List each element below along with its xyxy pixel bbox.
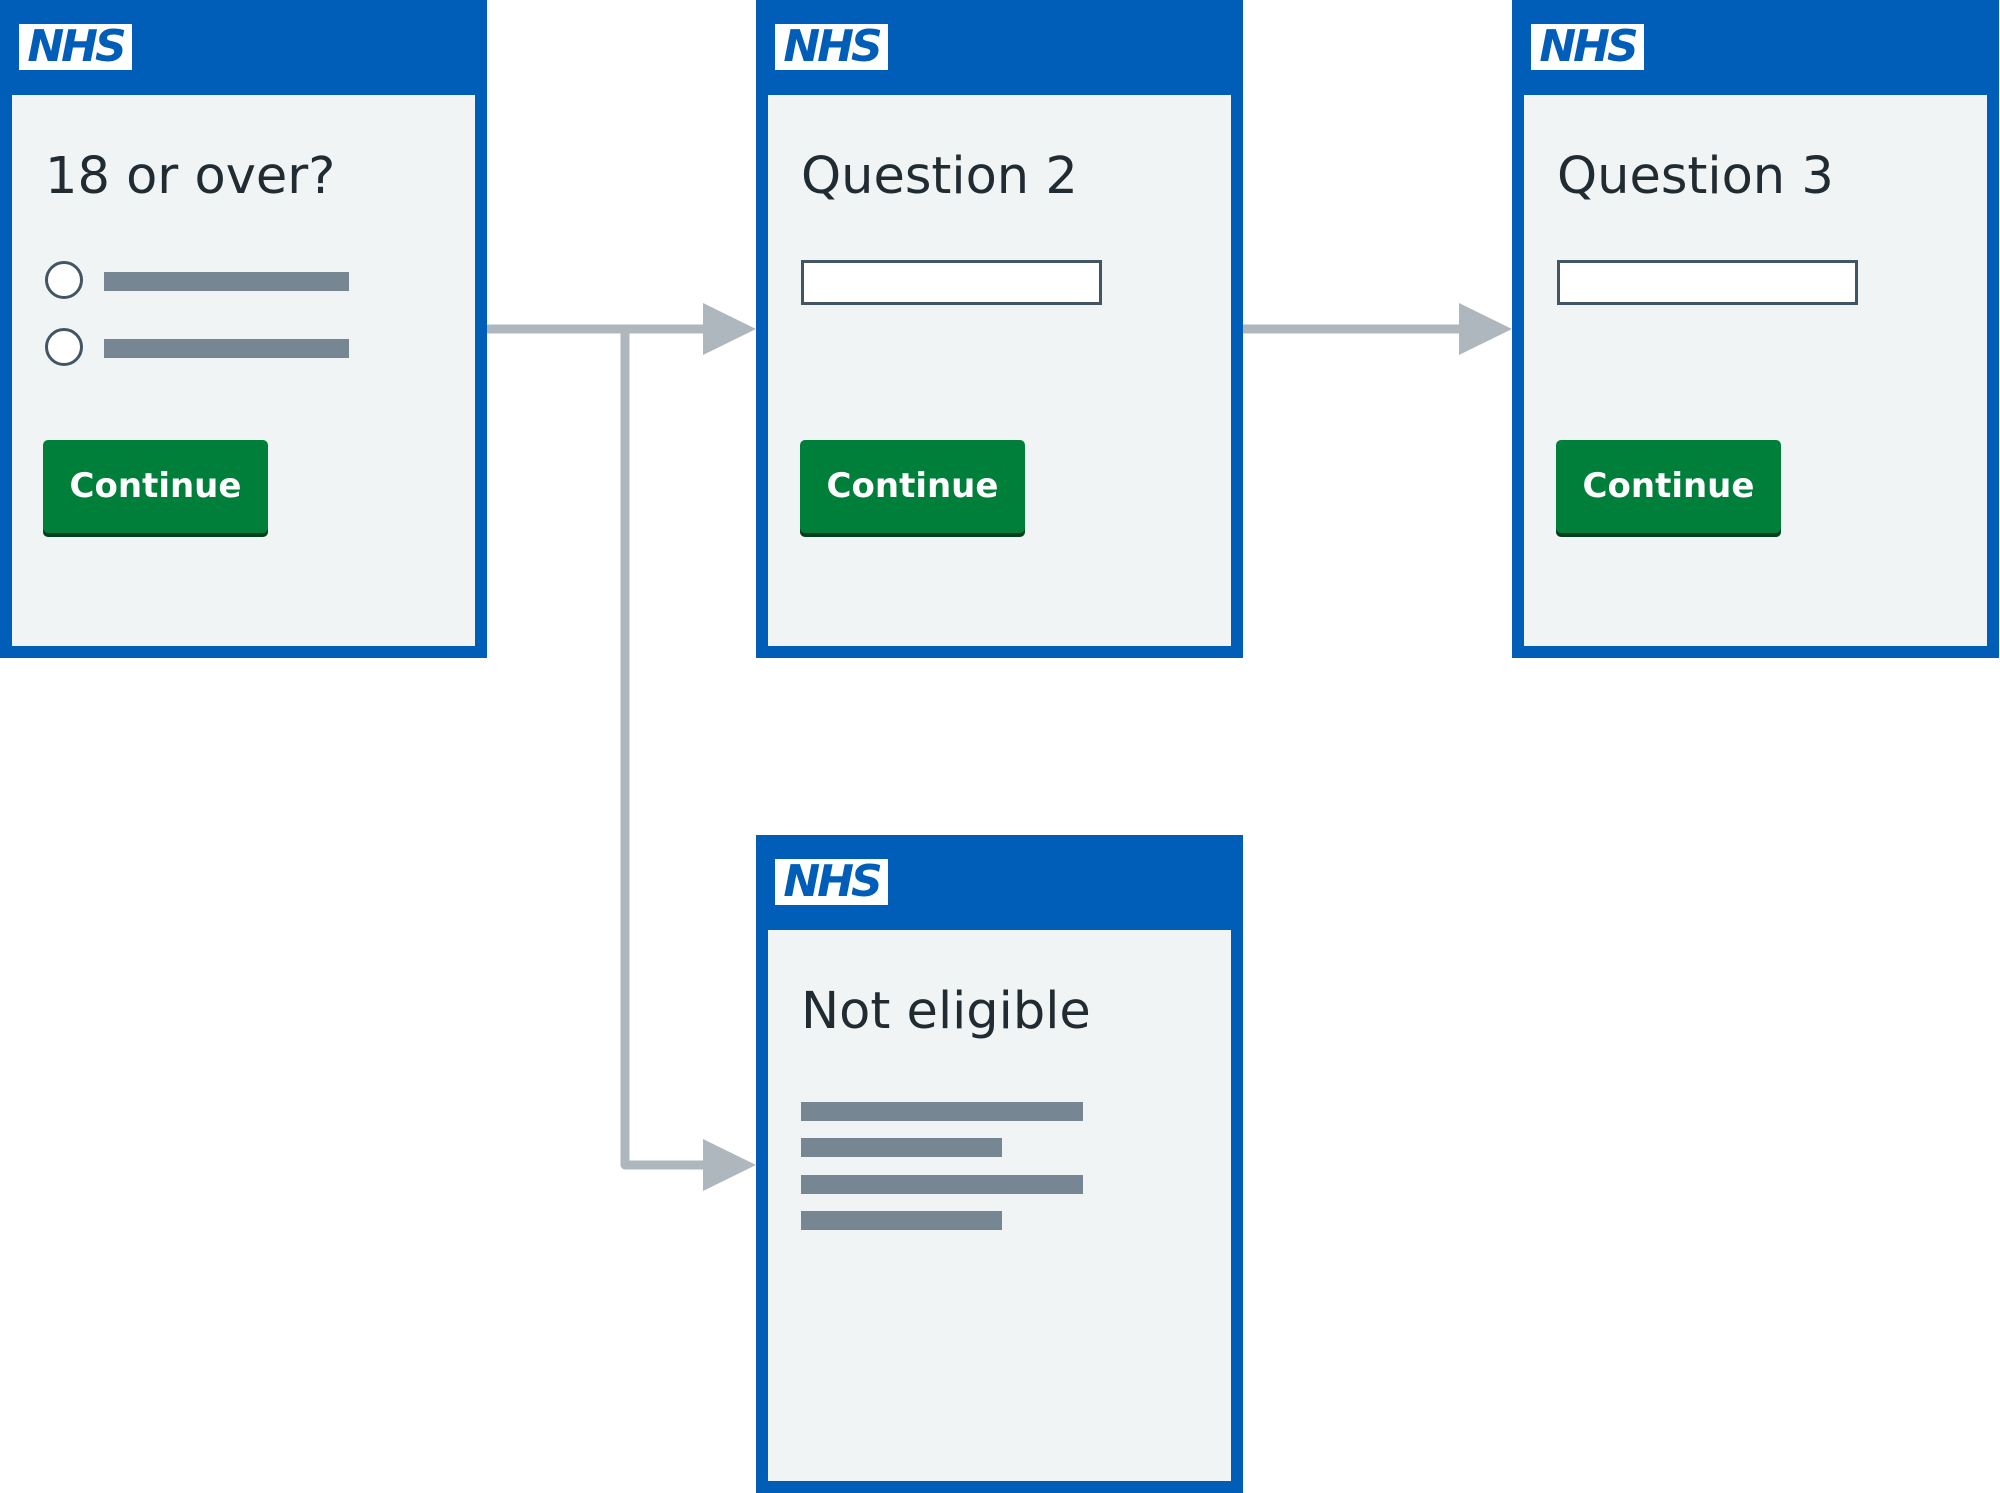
- arrow-question-3-head: [1459, 303, 1512, 355]
- page-body: Question 2 Continue: [768, 95, 1231, 646]
- page-body: Question 3 Continue: [1524, 95, 1987, 646]
- text-line-placeholder: [801, 1175, 1083, 1194]
- continue-button[interactable]: Continue: [1556, 440, 1781, 533]
- page-body: Not eligible: [768, 930, 1231, 1481]
- page-not-eligible: NHS Not eligible: [756, 835, 1243, 1493]
- page-question-2: NHS Question 2 Continue: [756, 0, 1243, 658]
- arrow-branch-to-not-eligible-line: [620, 324, 710, 1170]
- arrow-age-to-question-2-head: [703, 303, 756, 355]
- page-header: NHS: [756, 835, 1243, 930]
- nhs-logo: NHS: [775, 859, 888, 905]
- continue-button[interactable]: Continue: [43, 440, 268, 533]
- page-header: NHS: [0, 0, 487, 95]
- page-question-3: NHS Question 3 Continue: [1512, 0, 1999, 658]
- page-header: NHS: [1512, 0, 1999, 95]
- text-line-placeholder: [801, 1102, 1083, 1121]
- page-age-question: NHS 18 or over? Continue: [0, 0, 487, 658]
- radio-option-2[interactable]: [45, 328, 83, 366]
- text-input[interactable]: [801, 260, 1102, 305]
- text-input[interactable]: [1557, 260, 1858, 305]
- text-line-placeholder: [801, 1138, 1002, 1157]
- arrow-not-eligible-head: [703, 1139, 756, 1191]
- radio-option-1-label-placeholder: [104, 272, 349, 291]
- nhs-logo: NHS: [775, 24, 888, 70]
- page-title: Question 2: [801, 147, 1078, 206]
- nhs-logo: NHS: [19, 24, 132, 70]
- continue-button[interactable]: Continue: [800, 440, 1025, 533]
- page-title: 18 or over?: [45, 147, 336, 206]
- text-line-placeholder: [801, 1211, 1002, 1230]
- page-title: Question 3: [1557, 147, 1834, 206]
- radio-option-2-label-placeholder: [104, 339, 349, 358]
- page-title: Not eligible: [801, 982, 1091, 1041]
- page-header: NHS: [756, 0, 1243, 95]
- radio-option-1[interactable]: [45, 261, 83, 299]
- nhs-logo: NHS: [1531, 24, 1644, 70]
- page-body: 18 or over? Continue: [12, 95, 475, 646]
